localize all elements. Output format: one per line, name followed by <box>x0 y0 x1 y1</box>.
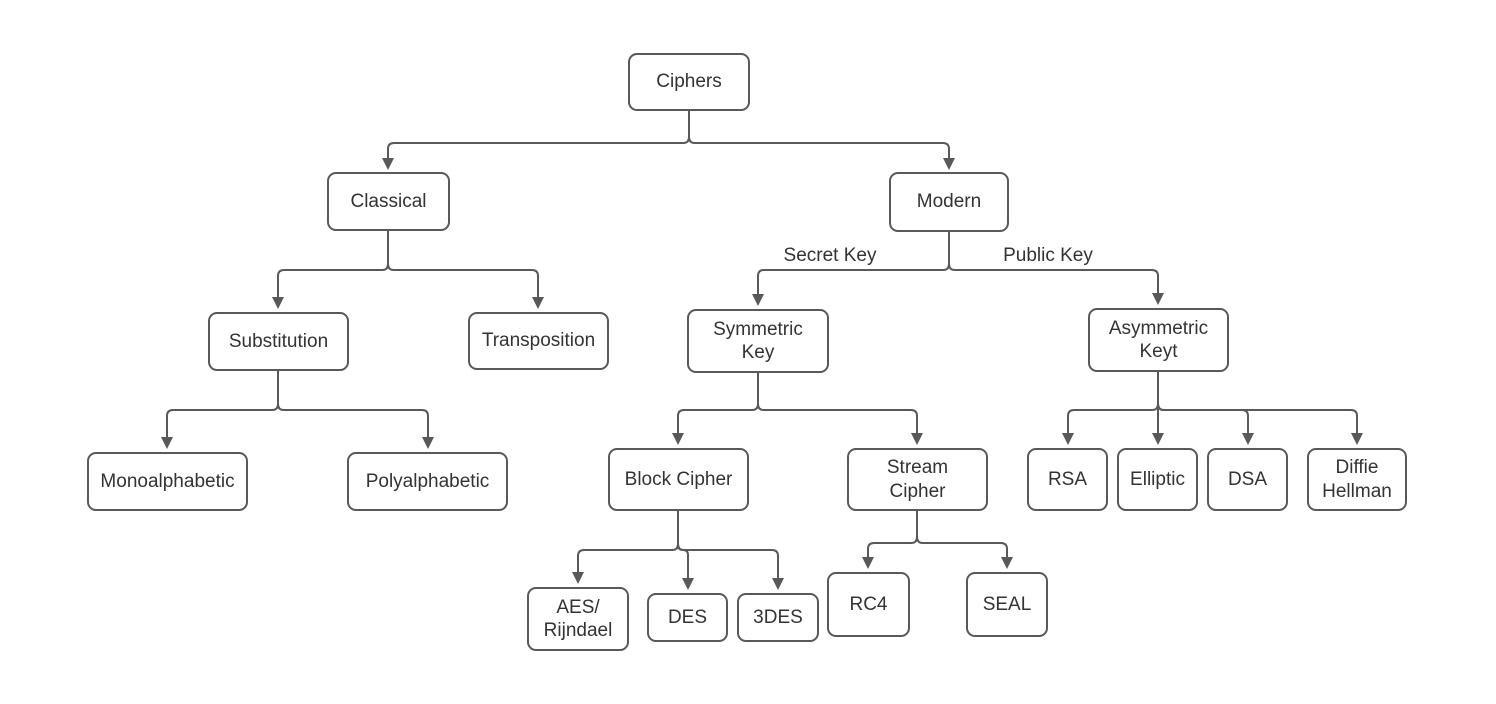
node-des-label: DES <box>667 606 708 628</box>
edge-asymmetric-dsa <box>1157 372 1254 445</box>
node-diffie-hellman-label: Diffie Hellman <box>1322 457 1392 502</box>
edge-stream-seal <box>916 511 1013 569</box>
edge-symmetric-stream-cipher <box>757 373 923 445</box>
edge-classical-substitution <box>272 231 389 309</box>
edge-stream-rc4 <box>862 511 918 569</box>
edge-asymmetric-rsa <box>1062 372 1159 445</box>
edge-block-3des <box>677 511 784 590</box>
node-polyalphabetic-label: Polyalphabetic <box>365 470 490 492</box>
node-rsa-label: RSA <box>1047 468 1088 490</box>
node-monoalphabetic-label: Monoalphabetic <box>100 470 235 492</box>
edge-modern-asymmetric-keyt <box>948 232 1164 305</box>
node-substitution: Substitution <box>208 312 349 371</box>
edge-ciphers-classical <box>382 111 690 170</box>
node-block-cipher: Block Cipher <box>608 448 749 511</box>
edge-asymmetric-diffie-hellman <box>1157 372 1363 445</box>
node-block-cipher-label: Block Cipher <box>624 468 733 490</box>
node-elliptic: Elliptic <box>1117 448 1198 511</box>
node-transposition: Transposition <box>468 312 609 370</box>
node-symmetric-key-label: Symmetric Key <box>713 318 803 363</box>
node-seal-label: SEAL <box>982 593 1032 615</box>
node-stream-cipher: Stream Cipher <box>847 448 988 511</box>
node-transposition-label: Transposition <box>481 330 596 352</box>
node-dsa-label: DSA <box>1227 468 1268 490</box>
node-rsa: RSA <box>1027 448 1108 511</box>
node-seal: SEAL <box>966 572 1048 637</box>
edge-label-secret-key: Secret Key <box>765 245 895 267</box>
node-classical: Classical <box>327 172 450 231</box>
edge-modern-symmetric-key <box>752 232 950 306</box>
node-asymmetric-keyt: Asymmetric Keyt <box>1088 308 1229 372</box>
node-ciphers: Ciphers <box>628 53 750 111</box>
edge-ciphers-modern <box>688 111 955 170</box>
edge-substitution-polyalphabetic <box>277 371 434 449</box>
node-3des-label: 3DES <box>753 606 803 628</box>
node-aes-rijndael: AES/ Rijndael <box>527 587 629 651</box>
node-classical-label: Classical <box>350 190 427 212</box>
node-ciphers-label: Ciphers <box>656 71 722 93</box>
node-aes-rijndael-label: AES/ Rijndael <box>543 596 613 641</box>
edge-block-aes <box>572 511 679 584</box>
edge-label-public-key: Public Key <box>983 245 1113 267</box>
node-symmetric-key: Symmetric Key <box>687 309 829 373</box>
node-modern-label: Modern <box>916 191 982 213</box>
node-polyalphabetic: Polyalphabetic <box>347 452 508 511</box>
node-diffie-hellman: Diffie Hellman <box>1307 448 1407 511</box>
edge-substitution-monoalphabetic <box>161 371 279 449</box>
node-rc4: RC4 <box>827 572 910 637</box>
edge-classical-transposition <box>387 231 544 309</box>
node-des: DES <box>647 593 728 642</box>
node-asymmetric-keyt-label: Asymmetric Keyt <box>1108 317 1209 362</box>
node-elliptic-label: Elliptic <box>1130 468 1185 490</box>
node-substitution-label: Substitution <box>228 330 329 352</box>
node-3des: 3DES <box>737 593 819 642</box>
node-stream-cipher-label: Stream Cipher <box>886 457 949 502</box>
node-monoalphabetic: Monoalphabetic <box>87 452 248 511</box>
node-dsa: DSA <box>1207 448 1288 511</box>
node-rc4-label: RC4 <box>849 593 888 615</box>
edge-symmetric-block-cipher <box>672 373 759 445</box>
node-modern: Modern <box>889 172 1009 232</box>
